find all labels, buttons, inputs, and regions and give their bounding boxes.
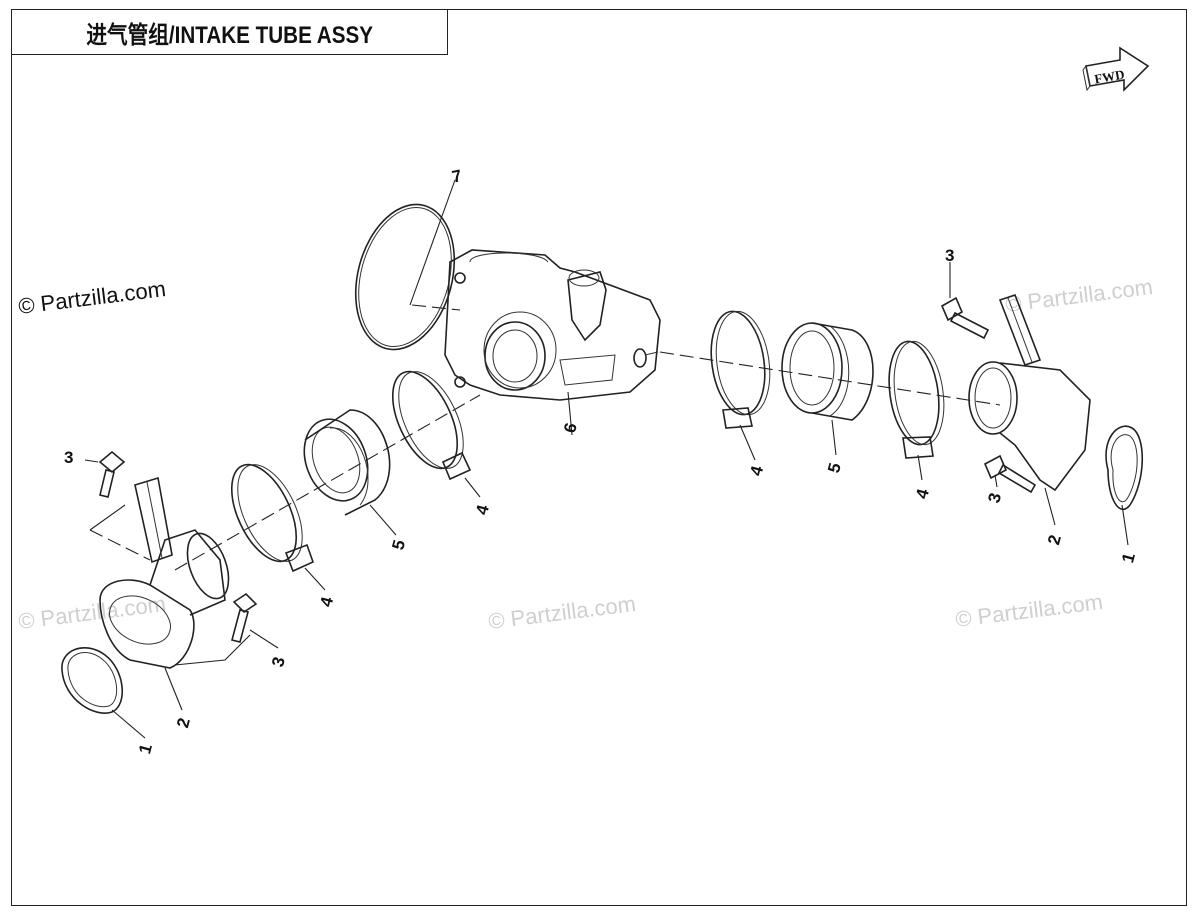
part-4-clamp-lower-left (230, 463, 314, 573)
callout-3-upper-left: 3 (64, 448, 73, 467)
fwd-label: FWD (1093, 67, 1125, 87)
part-3-bolt-lower-left (231, 592, 258, 643)
callout-3-mid-right: 3 (984, 491, 1005, 505)
callout-4-mid-right: 4 (912, 486, 933, 501)
part-3-bolt-mid-right (983, 454, 1037, 494)
part-4-clamp-upper-right (710, 310, 771, 429)
fwd-arrow-icon: FWD (1082, 46, 1150, 92)
part-4-clamp-mid-right (888, 340, 945, 459)
part-5-coupler-left (303, 409, 391, 516)
callout-3-upper-right: 3 (945, 246, 954, 265)
diagram-title: 进气管组/INTAKE TUBE ASSY (86, 21, 373, 49)
part-3-bolt-upper-left (98, 450, 126, 498)
leader-lines (84, 179, 1129, 739)
callout-7: 7 (450, 166, 463, 187)
part-6-throttle-body (444, 249, 661, 401)
part-2-intake-adapter-left (99, 476, 230, 669)
part-2-intake-adapter-right (968, 293, 1091, 492)
title-box: 进气管组/INTAKE TUBE ASSY (11, 9, 448, 55)
part-1-gasket-left (61, 646, 124, 714)
callout-2-left: 2 (173, 716, 194, 730)
part-3-bolt-upper-right (940, 296, 990, 340)
callout-4-upper-right: 4 (746, 463, 767, 478)
callout-labels: 7 6 5 5 4 4 4 4 3 3 3 3 2 2 1 1 (64, 166, 1139, 756)
part-4-clamp-upper-left (391, 370, 472, 481)
callout-1-left: 1 (135, 742, 156, 756)
callout-4-upper-left: 4 (472, 502, 493, 517)
part-1-gasket-right (1105, 425, 1144, 511)
callout-5-right: 5 (824, 461, 845, 475)
diagram-frame (11, 9, 1187, 906)
callout-5-left: 5 (388, 538, 409, 552)
callout-3-lower-left: 3 (268, 655, 289, 669)
callout-2-right: 2 (1044, 533, 1065, 547)
part-7-o-ring (354, 203, 456, 351)
callout-4-lower-left: 4 (316, 594, 337, 609)
part-5-coupler-right (781, 322, 874, 421)
assembly-centerlines (89, 304, 1001, 571)
callout-1-right: 1 (1118, 551, 1139, 565)
